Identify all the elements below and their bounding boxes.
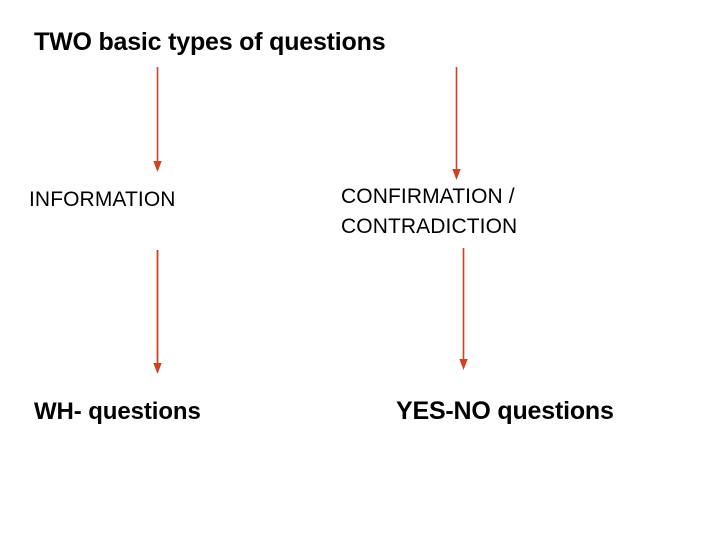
- label-yes-no-questions: YES-NO questions: [396, 397, 614, 425]
- arrow-information-to-wh: [148, 247, 168, 379]
- arrow-title-to-information: [148, 64, 168, 176]
- label-wh-questions: WH- questions: [34, 398, 201, 425]
- arrow-confirmation-to-yesno: [454, 245, 474, 377]
- label-confirmation-line2: CONTRADICTION: [341, 214, 518, 238]
- arrow-title-to-confirmation: [447, 64, 467, 184]
- page-title: TWO basic types of questions: [34, 28, 386, 56]
- label-information: INFORMATION: [29, 188, 176, 211]
- label-confirmation-line1: CONFIRMATION /: [341, 185, 515, 208]
- label-confirmation-contradiction: CONFIRMATION / CONTRADICTION: [341, 182, 517, 242]
